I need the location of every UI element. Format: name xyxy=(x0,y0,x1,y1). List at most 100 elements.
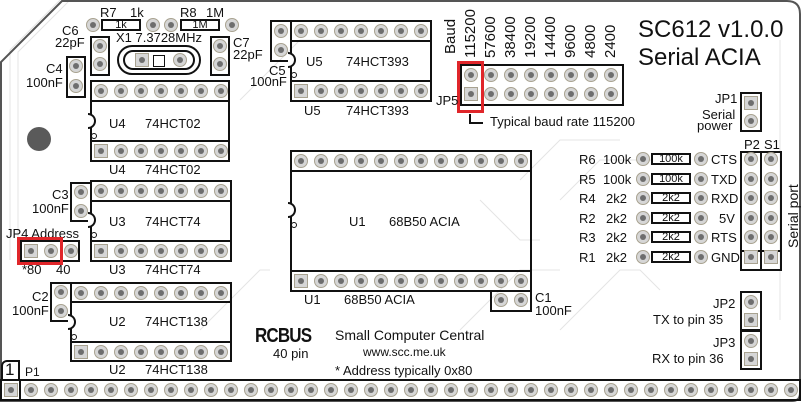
pad xyxy=(604,383,618,397)
u4-part: 74HCT02 xyxy=(145,116,201,131)
pad xyxy=(744,96,758,110)
c6-ref: C6 xyxy=(62,23,79,38)
c4-ref: C4 xyxy=(46,61,63,76)
resistor-ref: R5 xyxy=(579,171,596,187)
c2-value: 100nF xyxy=(12,303,49,318)
jp4-option-40: 40 xyxy=(56,262,71,277)
pad xyxy=(724,383,738,397)
pad xyxy=(636,210,650,225)
pad xyxy=(394,154,408,168)
pad xyxy=(524,68,538,82)
pad xyxy=(314,154,328,168)
pad xyxy=(64,244,78,258)
pad xyxy=(94,184,108,198)
arrow-up-icon xyxy=(469,114,483,124)
r8-value: 1M xyxy=(206,5,225,20)
pad xyxy=(214,84,228,98)
pad xyxy=(744,191,758,205)
r7-value: 1k xyxy=(130,5,144,20)
resistor-value: 2k2 xyxy=(606,230,627,245)
pad xyxy=(744,334,758,348)
pad xyxy=(564,383,578,397)
u5-part: 74HCT393 xyxy=(346,54,409,69)
pad xyxy=(544,87,558,101)
pad xyxy=(394,24,408,38)
pad xyxy=(744,152,758,166)
pad xyxy=(694,191,708,205)
pad xyxy=(213,39,227,53)
mounting-hole xyxy=(27,127,51,151)
pad xyxy=(354,154,368,168)
pad xyxy=(504,87,518,101)
pad xyxy=(404,383,418,397)
resistor-ref: R2 xyxy=(579,210,596,226)
pad xyxy=(744,171,758,186)
resistor-body: 2k2 xyxy=(651,231,691,243)
x1-label: X1 7.3728MHz xyxy=(116,30,202,45)
pad xyxy=(84,383,98,397)
pad xyxy=(174,345,188,359)
pad xyxy=(134,144,148,158)
jp5-ref: JP5 xyxy=(436,93,459,108)
resistor-body: 2k2 xyxy=(651,192,691,204)
pad xyxy=(124,383,138,397)
pad xyxy=(514,293,528,307)
resistor-value: 100k xyxy=(603,152,632,167)
pad xyxy=(744,249,758,264)
pin1-dot xyxy=(91,232,97,238)
signal-label: GND xyxy=(711,249,740,265)
pad xyxy=(94,144,108,158)
jp1-outline[interactable] xyxy=(740,92,762,132)
jp3-outline[interactable] xyxy=(740,330,762,370)
pad xyxy=(4,383,18,397)
pad xyxy=(74,204,88,218)
pad xyxy=(764,191,778,205)
r8-ref: R8 xyxy=(180,5,197,20)
signal-label: RTS xyxy=(711,230,737,245)
pad xyxy=(636,230,650,244)
jp5-jumper-selected-115200[interactable] xyxy=(457,61,484,113)
u1-top-row xyxy=(290,150,532,172)
c6-value: 22pF xyxy=(55,35,85,50)
board-title: SC612 v1.0.0 xyxy=(638,16,784,43)
c5-ref: C5 xyxy=(269,63,286,78)
c1-outline xyxy=(490,290,532,312)
pad xyxy=(154,286,168,300)
u1-ref-below: U1 xyxy=(304,292,321,307)
pad xyxy=(194,144,208,158)
pad xyxy=(334,84,348,98)
pad xyxy=(214,286,228,300)
pad xyxy=(414,84,428,98)
resistor-value: 2k2 xyxy=(606,191,627,206)
jp4-jumper-selected-80[interactable] xyxy=(17,237,63,265)
pad xyxy=(114,345,128,359)
pad xyxy=(524,87,538,101)
pad xyxy=(764,171,778,186)
u3-part-below: 74HCT74 xyxy=(145,262,201,277)
pad xyxy=(154,84,168,98)
pad xyxy=(434,154,448,168)
pad xyxy=(744,210,758,225)
pad xyxy=(44,383,58,397)
pad xyxy=(44,244,58,258)
pad xyxy=(74,345,88,359)
c6-outline xyxy=(90,36,110,76)
pad xyxy=(484,87,498,101)
u2-part: 74HCT138 xyxy=(145,314,208,329)
pad xyxy=(154,184,168,198)
pad xyxy=(94,286,108,300)
c4-value: 100nF xyxy=(26,75,63,90)
serial-port-label: Serial port xyxy=(785,184,801,248)
u5-ref-below: U5 xyxy=(304,103,321,118)
pad xyxy=(464,87,478,101)
pad xyxy=(494,154,508,168)
pad xyxy=(354,24,368,38)
pad xyxy=(544,383,558,397)
pad xyxy=(134,345,148,359)
maker-name: Small Computer Central xyxy=(335,327,485,343)
resistor-ref: R6 xyxy=(579,152,596,167)
baud-rate-label: 14400 xyxy=(542,16,559,58)
pad xyxy=(114,184,128,198)
pad xyxy=(364,383,378,397)
pad xyxy=(354,274,368,288)
